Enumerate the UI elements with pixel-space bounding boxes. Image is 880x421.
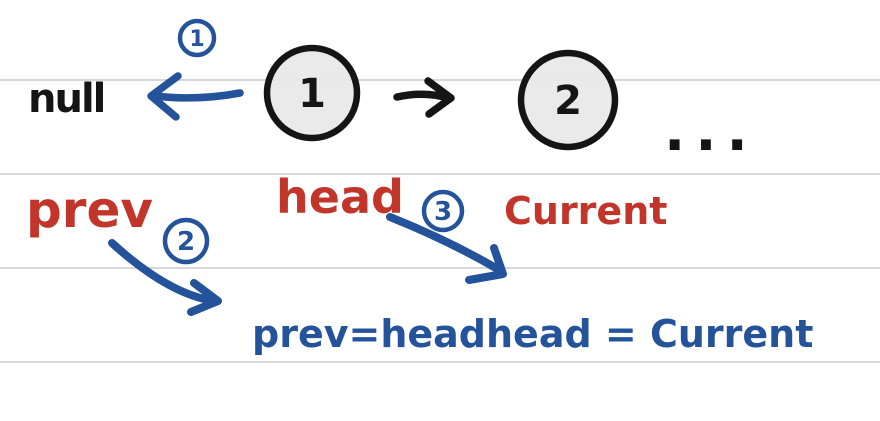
step3-badge-number: 3 [434, 197, 452, 227]
node2-value: 2 [554, 78, 582, 124]
step3-badge-circle-icon [421, 189, 465, 233]
ellipsis: ... [664, 99, 758, 164]
arrow-head-to-assignment-icon [386, 213, 507, 284]
step2-badge-circle-icon [162, 217, 210, 265]
head-label: head [276, 170, 404, 224]
step1-badge-circle-icon [177, 18, 217, 58]
node-1: 1 [263, 44, 361, 142]
node-2: 2 [517, 49, 619, 151]
step2-badge-number: 2 [177, 227, 195, 257]
prev-label: prev [26, 181, 153, 239]
step3-badge: 3 [421, 189, 465, 233]
node2-circle [517, 49, 619, 151]
arrow-prev-to-assignment-icon [108, 239, 222, 316]
node1-circle [263, 44, 361, 142]
arrow-node1-to-node2-icon [393, 77, 455, 118]
node1-value: 1 [298, 71, 326, 117]
prev-assignment: prev=head [252, 312, 486, 356]
null-label: null [28, 76, 104, 122]
step1-badge: 1 [177, 18, 217, 58]
arrow-to-null-icon [147, 72, 244, 121]
step2-badge: 2 [162, 217, 210, 265]
current-label: Current [504, 189, 667, 233]
step1-badge-number: 1 [189, 27, 204, 52]
head-assignment: head = Current [486, 312, 813, 356]
